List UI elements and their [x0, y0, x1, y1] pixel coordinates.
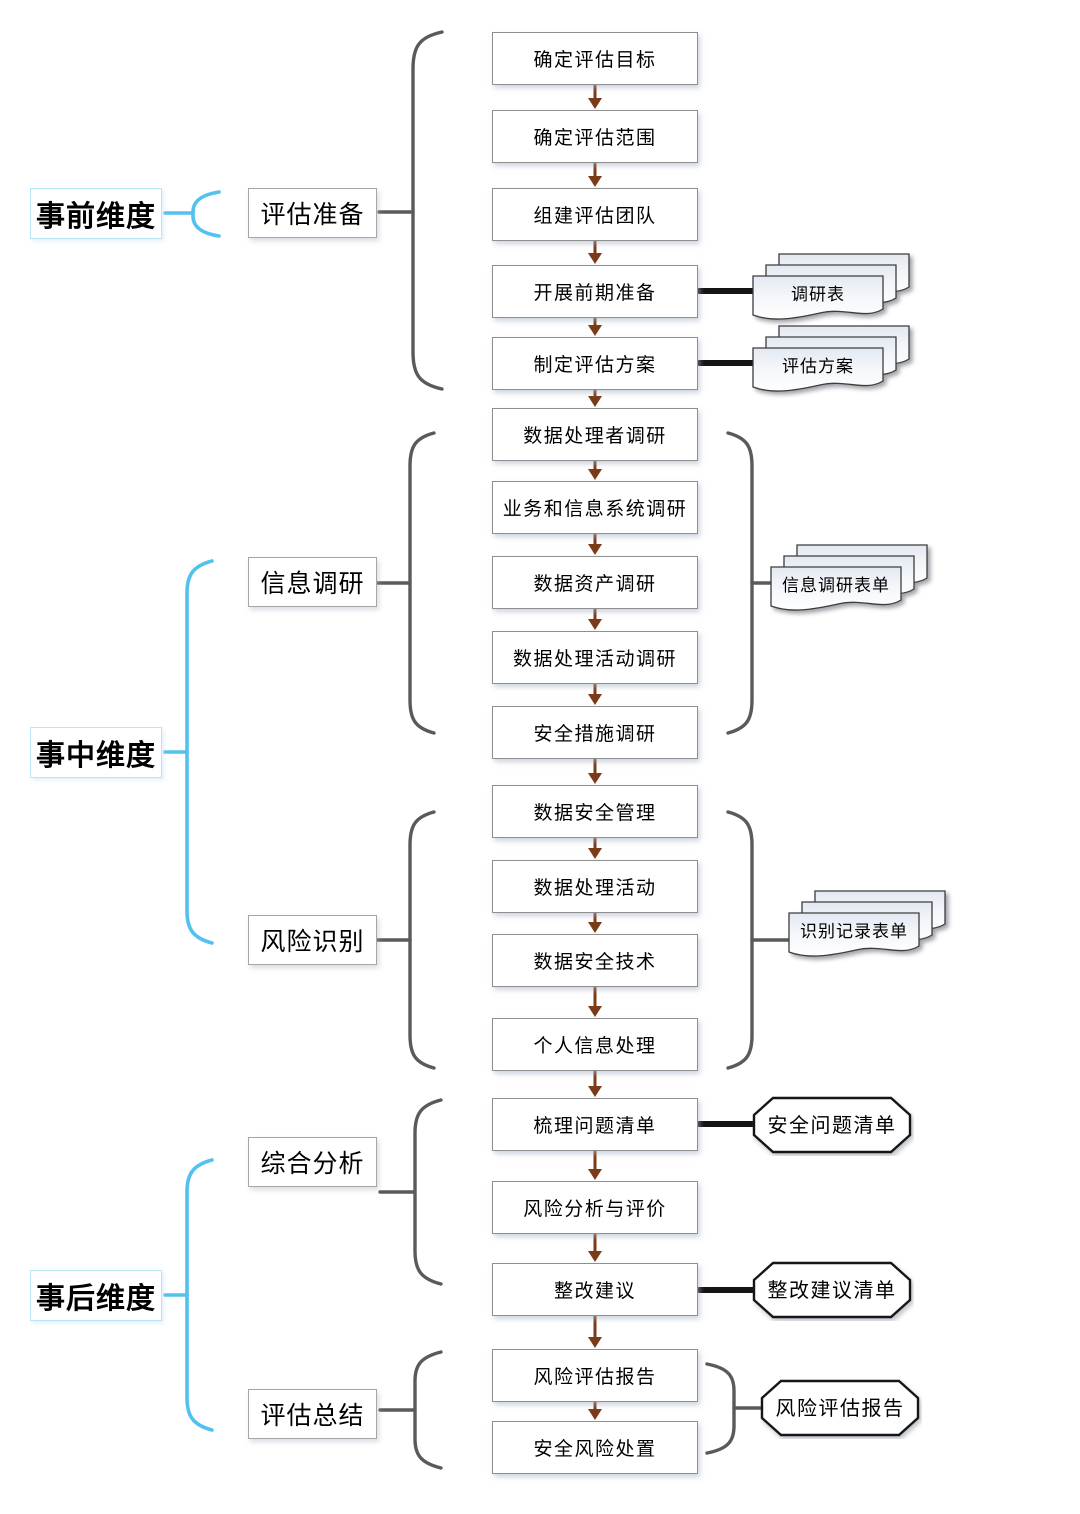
group-brace: [411, 30, 444, 391]
step-box: 梳理问题清单: [492, 1098, 698, 1151]
flow-arrow-head: [588, 922, 602, 933]
checklist-label: 整改建议清单: [768, 1279, 897, 1302]
output-brace: [726, 431, 754, 735]
step-box: 数据安全技术: [492, 934, 698, 987]
output-brace: [726, 810, 754, 1070]
group-brace: [413, 1098, 443, 1286]
document-stack: 信息调研表单: [770, 544, 928, 611]
phase-label-box: 风险识别: [248, 915, 377, 965]
dimension-bracket: [185, 559, 214, 945]
output-brace: [705, 1362, 736, 1455]
step-box: 数据资产调研: [492, 556, 698, 609]
step-box: 数据安全管理: [492, 785, 698, 838]
document-label: 评估方案: [782, 357, 854, 376]
phase-label-box: 评估总结: [248, 1389, 377, 1439]
step-box: 数据处理活动调研: [492, 631, 698, 684]
flow-arrow-head: [588, 1169, 602, 1180]
phase-label-box: 评估准备: [248, 188, 377, 238]
phase-label-box: 信息调研: [248, 557, 377, 607]
checklist-label: 风险评估报告: [776, 1397, 905, 1420]
group-brace: [408, 431, 436, 735]
dimension-label-box: 事后维度: [30, 1270, 162, 1321]
step-box: 确定评估范围: [492, 110, 698, 163]
step-box: 业务和信息系统调研: [492, 481, 698, 534]
dimension-label-box: 事前维度: [30, 188, 162, 239]
flow-arrow-head: [588, 176, 602, 187]
flow-arrow-head: [588, 396, 602, 407]
phase-label-box: 综合分析: [248, 1137, 377, 1187]
step-box: 风险评估报告: [492, 1349, 698, 1402]
flow-arrow-head: [588, 98, 602, 109]
flow-arrow-head: [588, 253, 602, 264]
flow-arrow-head: [588, 619, 602, 630]
step-box: 制定评估方案: [492, 337, 698, 390]
document-label: 调研表: [791, 285, 845, 304]
checklist-octagon: 风险评估报告: [760, 1379, 920, 1437]
step-box: 确定评估目标: [492, 32, 698, 85]
flow-arrow-head: [588, 544, 602, 555]
step-box: 安全风险处置: [492, 1421, 698, 1474]
flow-arrows: [588, 84, 602, 1420]
step-box: 安全措施调研: [492, 706, 698, 759]
dimension-label-box: 事中维度: [30, 727, 162, 778]
document-label: 识别记录表单: [800, 922, 908, 941]
document-stack: 调研表: [752, 253, 910, 320]
flow-arrow-head: [588, 469, 602, 480]
step-box: 整改建议: [492, 1263, 698, 1316]
step-box: 开展前期准备: [492, 265, 698, 318]
step-box: 数据处理者调研: [492, 408, 698, 461]
flow-arrow-head: [588, 1409, 602, 1420]
dimension-bracket: [191, 190, 221, 238]
step-box: 个人信息处理: [492, 1018, 698, 1071]
document-stack: 识别记录表单: [788, 890, 946, 957]
step-box: 数据处理活动: [492, 860, 698, 913]
flow-arrow-head: [588, 1086, 602, 1097]
dimension-bracket: [185, 1158, 214, 1432]
document-stack: 评估方案: [752, 325, 910, 392]
document-label: 信息调研表单: [782, 576, 890, 595]
flow-arrow-head: [588, 1006, 602, 1017]
group-brace: [413, 1350, 443, 1470]
step-box: 组建评估团队: [492, 188, 698, 241]
flow-arrow-head: [588, 694, 602, 705]
flow-arrow-head: [588, 325, 602, 336]
flow-arrow-head: [588, 1251, 602, 1262]
checklist-octagon: 整改建议清单: [752, 1261, 912, 1319]
checklist-label: 安全问题清单: [768, 1114, 897, 1137]
group-brace: [408, 810, 436, 1070]
flow-arrow-head: [588, 1337, 602, 1348]
flow-arrow-head: [588, 773, 602, 784]
checklist-octagon: 安全问题清单: [752, 1096, 912, 1154]
step-box: 风险分析与评价: [492, 1181, 698, 1234]
flow-arrow-head: [588, 848, 602, 859]
